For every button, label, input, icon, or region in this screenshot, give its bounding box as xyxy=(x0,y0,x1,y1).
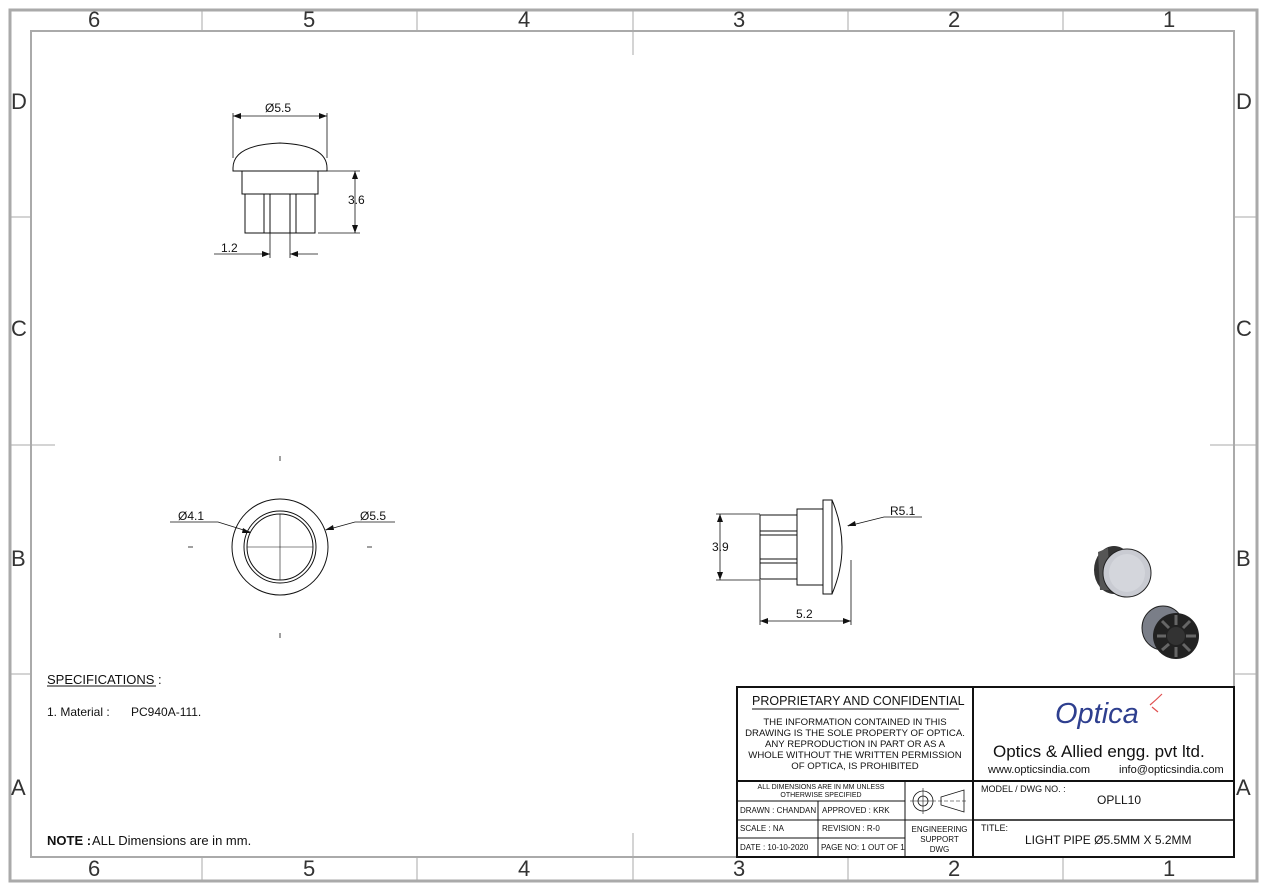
model-value: OPLL10 xyxy=(1097,793,1142,807)
notice-line: WHOLE WITHOUT THE WRITTEN PERMISSION xyxy=(748,750,962,761)
company-name: Optics & Allied engg. pvt ltd. xyxy=(993,742,1205,761)
side-view xyxy=(716,499,922,625)
notice-line: OF OPTICA, IS PROHIBITED xyxy=(791,761,919,772)
front-view xyxy=(170,456,395,638)
zone-row-b-right: B xyxy=(1236,546,1251,571)
note-label: NOTE : xyxy=(47,833,92,848)
date: DATE : 10-10-2020 xyxy=(740,843,809,852)
material-label: 1. Material : xyxy=(47,705,110,719)
notice-line: ANY REPRODUCTION IN PART OR AS A xyxy=(764,739,945,750)
approved-by: APPROVED : KRK xyxy=(822,806,890,815)
title-label: TITLE: xyxy=(981,823,1009,833)
zone-col-4-bottom: 4 xyxy=(518,856,531,881)
zone-row-d-left: D xyxy=(11,89,27,114)
notice-line: DRAWING IS THE SOLE PROPERTY OF OPTICA. xyxy=(745,728,965,739)
note-text: ALL Dimensions are in mm. xyxy=(92,833,252,848)
iso-view-1 xyxy=(1094,546,1152,598)
zone-col-1-top: 1 xyxy=(1163,7,1176,32)
dim-side-height: 3.9 xyxy=(712,540,729,554)
dim-side-radius: R5.1 xyxy=(890,504,916,518)
dim-front-outer-diameter: Ø5.5 xyxy=(360,509,387,523)
zone-row-a-left: A xyxy=(11,775,26,800)
material-value: PC940A-111. xyxy=(131,705,202,719)
dim-side-length: 5.2 xyxy=(796,607,813,621)
company-email: info@opticsindia.com xyxy=(1119,764,1224,776)
proprietary-title: PROPRIETARY AND CONFIDENTIAL xyxy=(752,694,965,708)
zone-col-1-bottom: 1 xyxy=(1163,856,1176,881)
title-block-grid xyxy=(736,686,1235,858)
zone-ticks xyxy=(10,10,1257,881)
model-label: MODEL / DWG NO. : xyxy=(981,784,1066,794)
eng-line: ENGINEERING xyxy=(911,825,968,834)
dim-top-height: 3.6 xyxy=(348,193,365,207)
notice-line: THE INFORMATION CONTAINED IN THIS xyxy=(763,717,947,728)
proprietary-notice: THE INFORMATION CONTAINED IN THIS DRAWIN… xyxy=(740,717,970,772)
units-note-line: ALL DIMENSIONS ARE IN MM UNLESS xyxy=(757,784,885,791)
zone-col-5-top: 5 xyxy=(303,7,316,32)
iso-view-2 xyxy=(1141,605,1199,659)
zone-col-5-bottom: 5 xyxy=(303,856,316,881)
inner-border xyxy=(30,30,1235,858)
zone-col-2-bottom: 2 xyxy=(948,856,961,881)
zone-col-6-top: 6 xyxy=(88,7,101,32)
eng-line: SUPPORT xyxy=(920,835,959,844)
zone-col-6-bottom: 6 xyxy=(88,856,101,881)
drawn-by: DRAWN : CHANDAN xyxy=(740,806,817,815)
eng-line: DWG xyxy=(929,845,950,854)
zone-row-b-left: B xyxy=(11,546,26,571)
page-number: PAGE NO: 1 OUT OF 1 xyxy=(821,843,905,852)
logo-swoosh-icon xyxy=(1149,693,1163,713)
zone-col-2-top: 2 xyxy=(948,7,961,32)
top-view xyxy=(214,113,360,258)
revision: REVISION : R-0 xyxy=(822,824,880,833)
zone-col-4-top: 4 xyxy=(518,7,531,32)
scale: SCALE : NA xyxy=(740,824,785,833)
specifications-heading: SPECIFICATIONS : xyxy=(47,672,162,687)
units-note: ALL DIMENSIONS ARE IN MM UNLESS OTHERWIS… xyxy=(738,784,904,800)
zone-col-3-top: 3 xyxy=(733,7,746,32)
units-note-line: OTHERWISE SPECIFIED xyxy=(780,792,862,799)
dim-top-diameter: Ø5.5 xyxy=(265,101,292,115)
optica-logo: Optica xyxy=(1055,698,1139,730)
dim-top-slot: 1.2 xyxy=(221,241,238,255)
title-value: LIGHT PIPE Ø5.5MM X 5.2MM xyxy=(1025,833,1192,847)
company-website: www.opticsindia.com xyxy=(988,764,1091,776)
zone-row-a-right: A xyxy=(1236,775,1251,800)
zone-row-d-right: D xyxy=(1236,89,1252,114)
engineering-support: ENGINEERING SUPPORT DWG xyxy=(906,825,973,855)
dim-front-inner-diameter: Ø4.1 xyxy=(178,509,205,523)
zone-row-c-left: C xyxy=(11,316,27,341)
zone-row-c-right: C xyxy=(1236,316,1252,341)
zone-col-3-bottom: 3 xyxy=(733,856,746,881)
